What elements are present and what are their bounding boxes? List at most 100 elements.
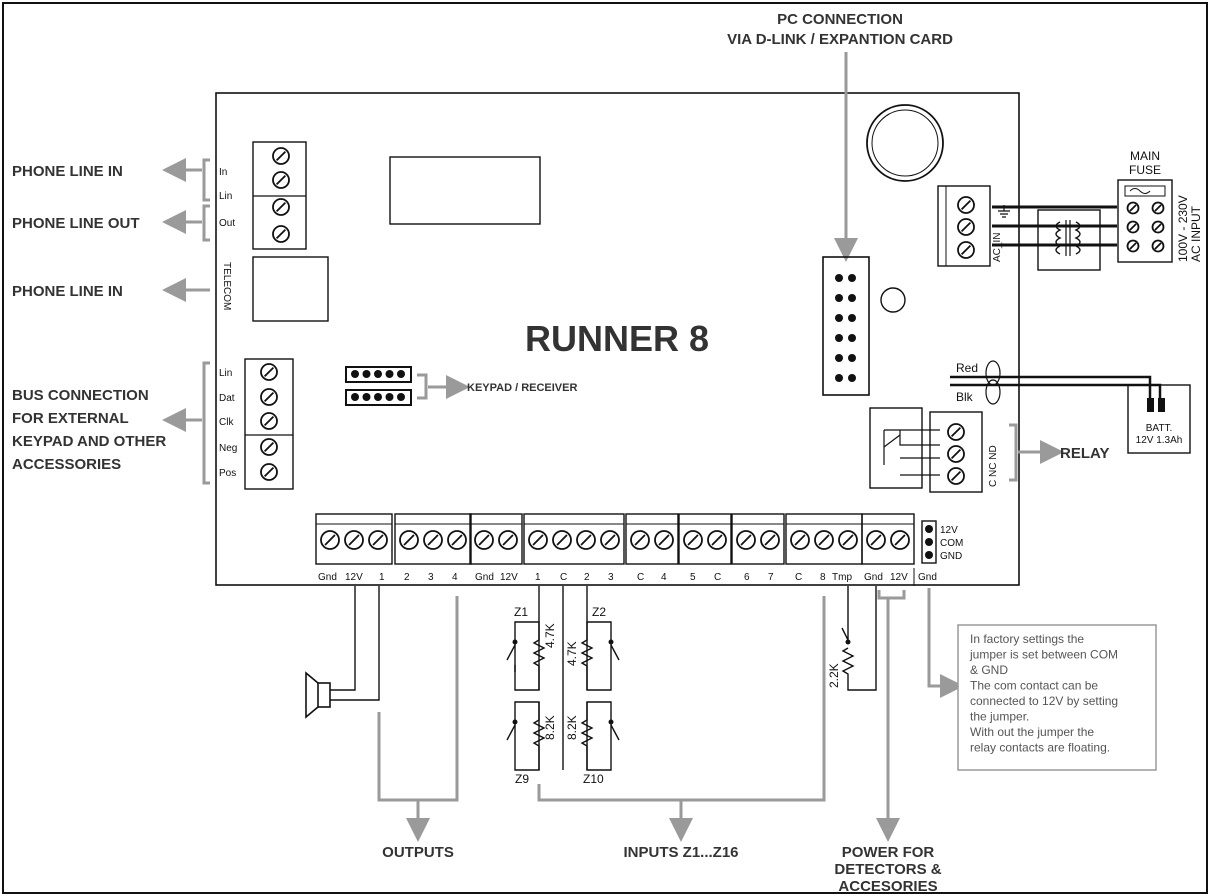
screw-icon: [736, 530, 756, 550]
screw-icon: [1126, 201, 1140, 215]
screw-icon: [399, 530, 419, 550]
bus-terminal-label: Neg: [219, 443, 237, 454]
telecom-label: TELECOM: [221, 262, 232, 310]
screw-icon: [838, 530, 858, 550]
screw-icon: [272, 171, 290, 189]
screw-icon: [600, 530, 620, 550]
bottom-terminal-strip: [315, 513, 915, 565]
bus-label-4: ACCESSORIES: [12, 456, 121, 473]
bus-terminal-block: [244, 358, 294, 490]
pin: [385, 393, 394, 401]
red-label: Red: [956, 361, 978, 375]
power-bracket: [877, 590, 906, 600]
screw-icon: [344, 530, 364, 550]
resistor-8k2-b: 8.2K: [565, 715, 579, 740]
screw-icon: [814, 530, 834, 550]
note-arrow: [927, 588, 964, 698]
phone-line-in-2-label: PHONE LINE IN: [12, 283, 123, 300]
bottom-terminal-label: 8: [820, 572, 826, 583]
main-fuse-label-1: MAIN: [1130, 149, 1160, 163]
pin: [835, 334, 843, 342]
mount-hole: [880, 287, 906, 313]
note-box: [957, 624, 1157, 771]
note-line: the jumper.: [970, 710, 1029, 724]
dlink-connector: [822, 256, 870, 396]
bus-label-1: BUS CONNECTION: [12, 387, 149, 404]
red-wire: [950, 375, 1152, 400]
bracket: [202, 158, 210, 202]
note-line: The com contact can be: [970, 679, 1098, 693]
bus-bracket: [202, 361, 210, 485]
screw-icon: [528, 530, 548, 550]
term-lin: Lin: [219, 191, 232, 202]
pin: [848, 314, 856, 322]
note-line: & GND: [970, 663, 1008, 677]
bracket: [202, 204, 210, 242]
wire-clip: [985, 379, 1001, 405]
pin: [397, 393, 405, 401]
screw-icon: [423, 530, 443, 550]
pin: [385, 370, 394, 378]
bottom-terminal-label: 2: [404, 572, 410, 583]
pin: [835, 314, 843, 322]
relay-component: [869, 407, 940, 489]
pin: [351, 370, 359, 378]
screw-icon: [260, 412, 278, 430]
blk-label: Blk: [956, 390, 974, 404]
relay-terminal-labels: C NC ND: [988, 445, 999, 487]
screw-icon: [368, 530, 388, 550]
pin: [848, 354, 856, 362]
screw-icon: [320, 530, 340, 550]
screw-icon: [260, 463, 278, 481]
bus-label-3: KEYPAD AND OTHER: [12, 433, 166, 450]
note-line: connected to 12V by setting: [970, 694, 1118, 708]
bottom-terminal-label: C: [714, 572, 721, 583]
main-fuse-label-2: FUSE: [1129, 163, 1161, 177]
screw-icon: [790, 530, 810, 550]
buzzer-inner: [871, 109, 939, 177]
screw-icon: [957, 196, 975, 214]
jumper: [921, 520, 937, 564]
pin: [835, 374, 843, 382]
screw-icon: [260, 363, 278, 381]
bottom-terminal-label: 1: [379, 572, 385, 583]
bus-terminal-label: Lin: [219, 368, 232, 379]
pin: [362, 370, 371, 378]
screw-icon: [947, 445, 965, 463]
screw-icon: [474, 530, 494, 550]
keypad-receiver-label: KEYPAD / RECEIVER: [467, 382, 577, 394]
screw-icon: [272, 147, 290, 165]
power-label-1: POWER FOR: [842, 844, 935, 861]
bottom-terminal-label: 3: [608, 572, 614, 583]
pin: [848, 374, 856, 382]
board-title: RUNNER 8: [525, 318, 709, 359]
resistor-4k7-b: 4.7K: [565, 641, 579, 666]
bottom-terminal-label: Gnd: [918, 572, 937, 583]
note-line: relay contacts are floating.: [970, 741, 1110, 755]
bus-terminal-label: Clk: [219, 417, 234, 428]
zone-z1: Z1: [514, 605, 528, 619]
pc-connection-label-2: VIA D-LINK / EXPANTION CARD: [727, 31, 953, 48]
jumper-12v: 12V: [940, 525, 958, 536]
zone-wiring: [506, 586, 620, 771]
zone-z2: Z2: [592, 605, 606, 619]
screw-icon: [260, 438, 278, 456]
screw-icon: [866, 530, 886, 550]
pc-connection-label-1: PC CONNECTION: [777, 11, 903, 28]
bottom-terminal-label: C: [560, 572, 567, 583]
pin: [835, 354, 843, 362]
tamper-wiring: [841, 586, 877, 691]
bottom-terminal-label: 3: [428, 572, 434, 583]
main-board: [215, 92, 1020, 586]
bottom-terminal-label: Gnd: [864, 572, 883, 583]
bottom-terminal-label: C: [637, 572, 644, 583]
bottom-terminal-label: 12V: [500, 572, 518, 583]
screw-icon: [1151, 201, 1165, 215]
ac-input-label-1: 100V - 230V: [1176, 195, 1190, 262]
note-line: With out the jumper the: [970, 725, 1094, 739]
screw-icon: [957, 241, 975, 259]
ac-in-label: AC_IN: [992, 233, 1003, 262]
battery-terminal: [1158, 398, 1165, 412]
screw-icon: [957, 218, 975, 236]
